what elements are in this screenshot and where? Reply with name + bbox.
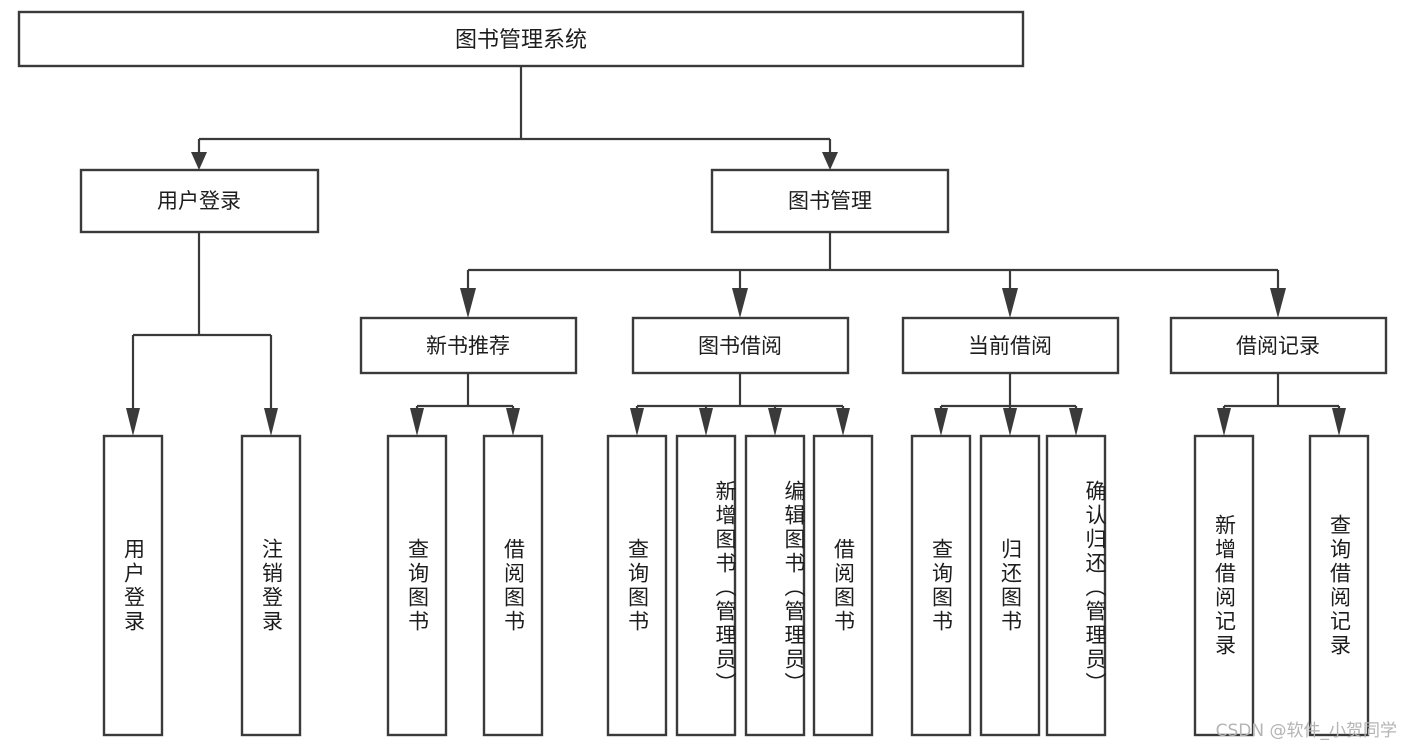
- arrowhead-recommend-leaf-2: [506, 408, 520, 436]
- leaf-box-current-confirm-return[interactable]: [1045, 434, 1107, 737]
- arrowhead-borrow-record: [1270, 288, 1286, 318]
- node-user-login-label: 用户登录: [157, 189, 241, 213]
- leaf-label-borrow-query-book: 查询图书: [625, 537, 650, 634]
- leaf-label-current-query-book: 查询图书: [929, 537, 954, 634]
- arrowhead-new-book-recommend: [460, 288, 476, 318]
- node-book-management-box[interactable]: [710, 168, 950, 234]
- leaf-box-user-login[interactable]: [102, 434, 164, 737]
- node-book-management-label: 图书管理: [788, 189, 872, 213]
- leaf-box-borrow-add-book[interactable]: [675, 434, 737, 737]
- node-current-borrow-box[interactable]: [901, 316, 1120, 375]
- node-borrow-record-label: 借阅记录: [1236, 334, 1320, 358]
- node-book-borrow-label: 图书借阅: [698, 334, 782, 358]
- arrowhead-book-mgmt: [822, 152, 838, 170]
- arrowhead-recommend-leaf-1: [410, 408, 424, 436]
- arrowhead-borrow-leaf-2: [699, 408, 713, 436]
- leaf-label-borrow-borrow-book: 借阅图书: [831, 537, 856, 634]
- leaf-label-record-query: 查询借阅记录: [1327, 513, 1352, 658]
- leaf-box-record-add[interactable]: [1193, 434, 1255, 737]
- node-user-login-box[interactable]: [79, 168, 320, 234]
- arrowhead-current-leaf-3: [1069, 408, 1083, 436]
- leaf-box-recommend-query-book[interactable]: [386, 434, 448, 737]
- node-current-borrow[interactable]: 当前借阅: [901, 316, 1120, 375]
- leaf-label-borrow-edit-book: 编辑图书（管理员）: [782, 479, 806, 696]
- node-user-login[interactable]: 用户登录: [79, 168, 320, 234]
- node-root[interactable]: 图书管理系统: [17, 10, 1025, 68]
- connector-group: [126, 66, 1346, 436]
- leaf-box-logout[interactable]: [240, 434, 302, 737]
- arrowhead-record-leaf-1: [1217, 408, 1231, 436]
- node-borrow-record-box[interactable]: [1169, 316, 1388, 375]
- leaf-label-record-add: 新增借阅记录: [1212, 513, 1237, 658]
- arrowhead-user-login: [191, 152, 207, 170]
- leaf-label-user-login: 用户登录: [121, 537, 146, 634]
- node-book-borrow[interactable]: 图书借阅: [631, 316, 850, 375]
- leaf-box-record-query[interactable]: [1308, 434, 1370, 737]
- arrowhead-borrow-leaf-3: [768, 408, 782, 436]
- leaf-label-logout: 注销登录: [259, 537, 284, 634]
- arrowhead-borrow-leaf-4: [836, 408, 850, 436]
- arrowhead-record-leaf-2: [1332, 408, 1346, 436]
- arrowhead-current-leaf-1: [934, 408, 948, 436]
- leaf-label-current-confirm-return: 确认归还（管理员）: [1083, 479, 1107, 696]
- leaf-box-current-query-book[interactable]: [910, 434, 972, 737]
- arrowhead-book-borrow: [732, 288, 748, 318]
- node-new-book-recommend[interactable]: 新书推荐: [359, 316, 578, 375]
- leaf-box-borrow-query-book[interactable]: [606, 434, 668, 737]
- arrowhead-leaf-user-login: [126, 408, 140, 436]
- node-book-borrow-box[interactable]: [631, 316, 850, 375]
- node-borrow-record[interactable]: 借阅记录: [1169, 316, 1388, 375]
- csdn-watermark: CSDN @软件_小贺同学: [1215, 721, 1397, 741]
- node-root-label: 图书管理系统: [455, 28, 587, 53]
- node-book-management[interactable]: 图书管理: [710, 168, 950, 234]
- arrowhead-current-leaf-2: [1003, 408, 1017, 436]
- leaf-box-recommend-borrow-book[interactable]: [482, 434, 544, 737]
- arrowhead-borrow-leaf-1: [630, 408, 644, 436]
- node-new-book-recommend-label: 新书推荐: [426, 334, 510, 358]
- leaf-label-borrow-add-book: 新增图书（管理员）: [713, 479, 737, 696]
- leaf-label-current-return-book: 归还图书: [998, 537, 1023, 634]
- node-new-book-recommend-box[interactable]: [359, 316, 578, 375]
- node-root-box[interactable]: [17, 10, 1025, 68]
- leaf-box-borrow-edit-book[interactable]: [744, 434, 806, 737]
- node-current-borrow-label: 当前借阅: [968, 334, 1052, 358]
- leaf-label-recommend-borrow-book: 借阅图书: [501, 537, 526, 634]
- arrowhead-current-borrow: [1002, 288, 1018, 318]
- leaf-label-recommend-query-book: 查询图书: [405, 537, 430, 634]
- leaf-box-borrow-borrow-book[interactable]: [812, 434, 874, 737]
- arrowhead-leaf-logout: [264, 408, 278, 436]
- leaf-box-current-return-book[interactable]: [979, 434, 1041, 737]
